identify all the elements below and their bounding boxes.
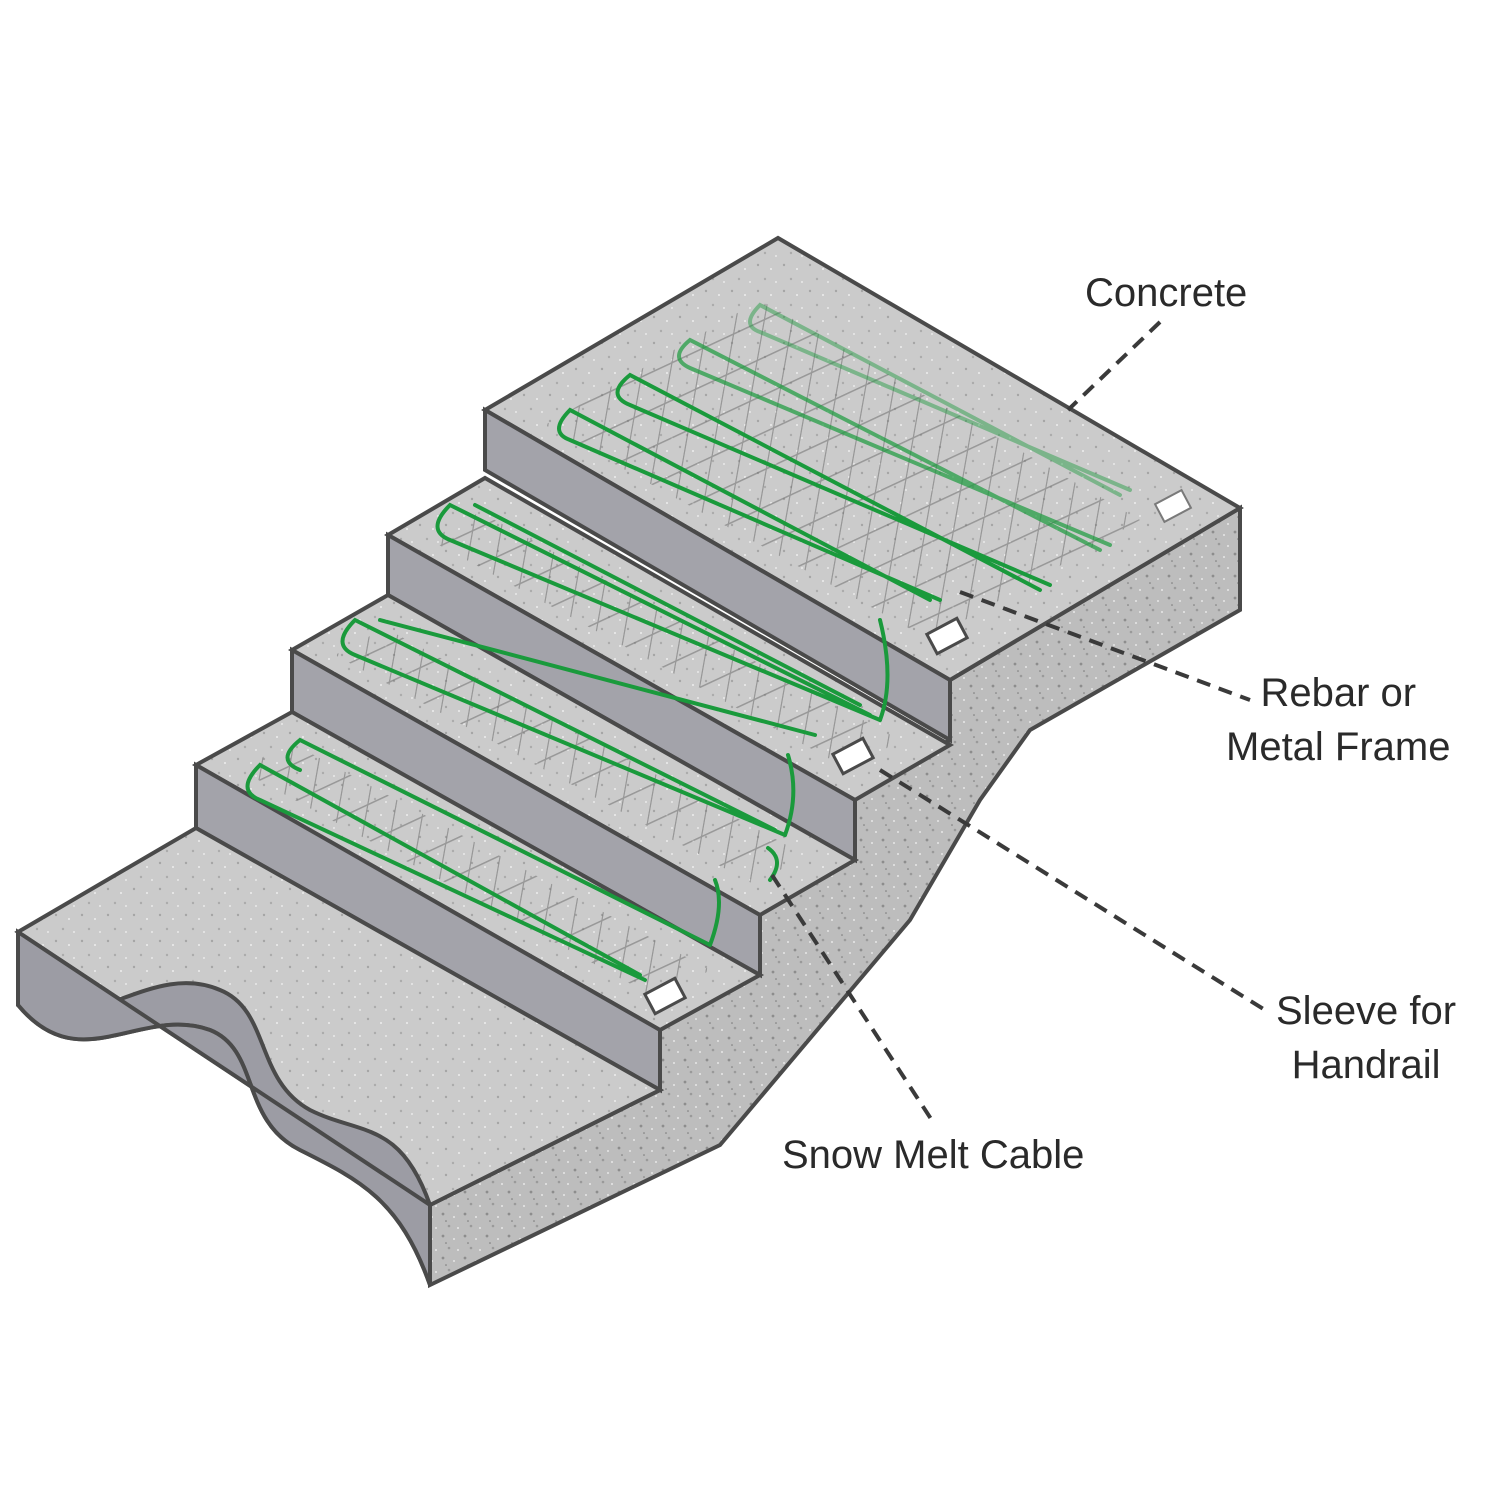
label-concrete-text: Concrete [1085, 271, 1248, 315]
label-sleeve-line-1: Sleeve for [1276, 989, 1457, 1033]
sleeve-icon-step-2 [830, 736, 876, 776]
leader-line-concrete [1066, 320, 1162, 412]
label-concrete: Concrete [1085, 266, 1247, 320]
sleeve-icon-step-3 [924, 616, 970, 656]
sleeve-icon-landing [1153, 488, 1193, 524]
label-rebar-line-2: Metal Frame [1226, 725, 1451, 769]
label-sleeve-line-2: Handrail [1291, 1043, 1441, 1087]
bottom-slab-front-edge [16, 928, 432, 1286]
label-rebar: Rebar or Metal Frame [1226, 666, 1451, 774]
label-cable: Snow Melt Cable [782, 1128, 1084, 1182]
snow-melt-cable [245, 302, 1132, 982]
leader-line-cable [770, 873, 937, 1127]
label-sleeve: Sleeve for Handrail [1276, 984, 1456, 1092]
rebar-grid-step-1 [240, 742, 710, 1000]
leader-line-sleeve [878, 768, 1267, 1012]
leader-line-rebar [959, 590, 1251, 702]
rebar-grid-landing [545, 300, 1140, 640]
landing-slab-front [483, 406, 952, 744]
rebar-grid-step-2 [335, 628, 805, 885]
label-rebar-line-1: Rebar or [1260, 671, 1417, 715]
sleeve-icon-step-1 [642, 976, 688, 1016]
label-cable-text: Snow Melt Cable [782, 1133, 1085, 1177]
rebar-grid-step-3 [430, 512, 900, 770]
